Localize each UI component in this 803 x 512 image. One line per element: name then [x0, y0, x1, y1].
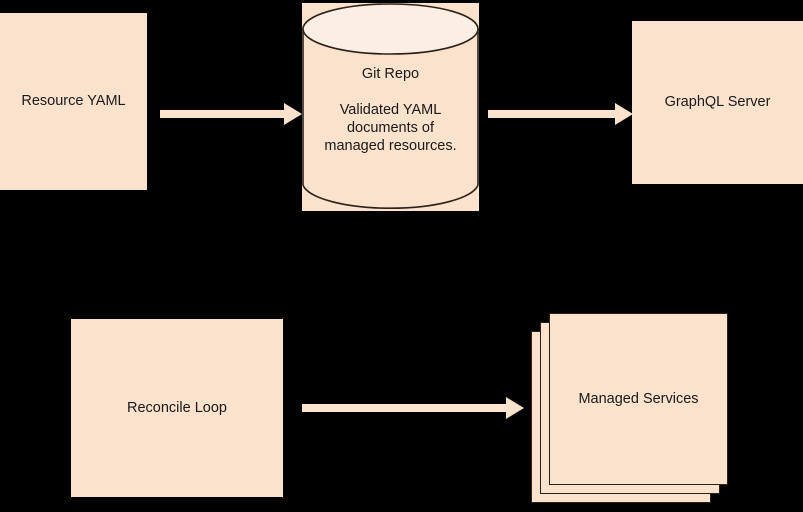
node-reconcile-loop-label: Reconcile Loop [127, 399, 227, 416]
node-resource-yaml[interactable]: Resource YAML [0, 13, 147, 190]
arrow-right-icon [488, 103, 633, 125]
node-graphql-server[interactable]: GraphQL Server [632, 21, 803, 184]
node-managed-services-label: Managed Services [578, 391, 699, 407]
node-managed-services[interactable]: Managed Services [531, 313, 728, 503]
node-graphql-server-label: GraphQL Server [664, 94, 771, 110]
node-reconcile-loop[interactable]: Reconcile Loop [71, 319, 283, 497]
node-resource-yaml-label: Resource YAML [21, 93, 126, 109]
arrow-resource-yaml-to-git-repo[interactable] [160, 100, 302, 128]
node-git-repo-label: Git Repo Validated YAML documents of man… [324, 66, 457, 154]
arrow-right-icon [160, 103, 302, 125]
cylinder-shape-icon [302, 3, 479, 210]
arrow-git-repo-to-graphql-server[interactable] [488, 100, 633, 128]
node-git-repo[interactable]: Git Repo Validated YAML documents of man… [302, 3, 479, 211]
arrow-reconcile-loop-to-managed-services[interactable] [302, 394, 524, 422]
managed-services-sheet-front: Managed Services [549, 313, 728, 485]
arrow-right-icon [302, 397, 524, 419]
